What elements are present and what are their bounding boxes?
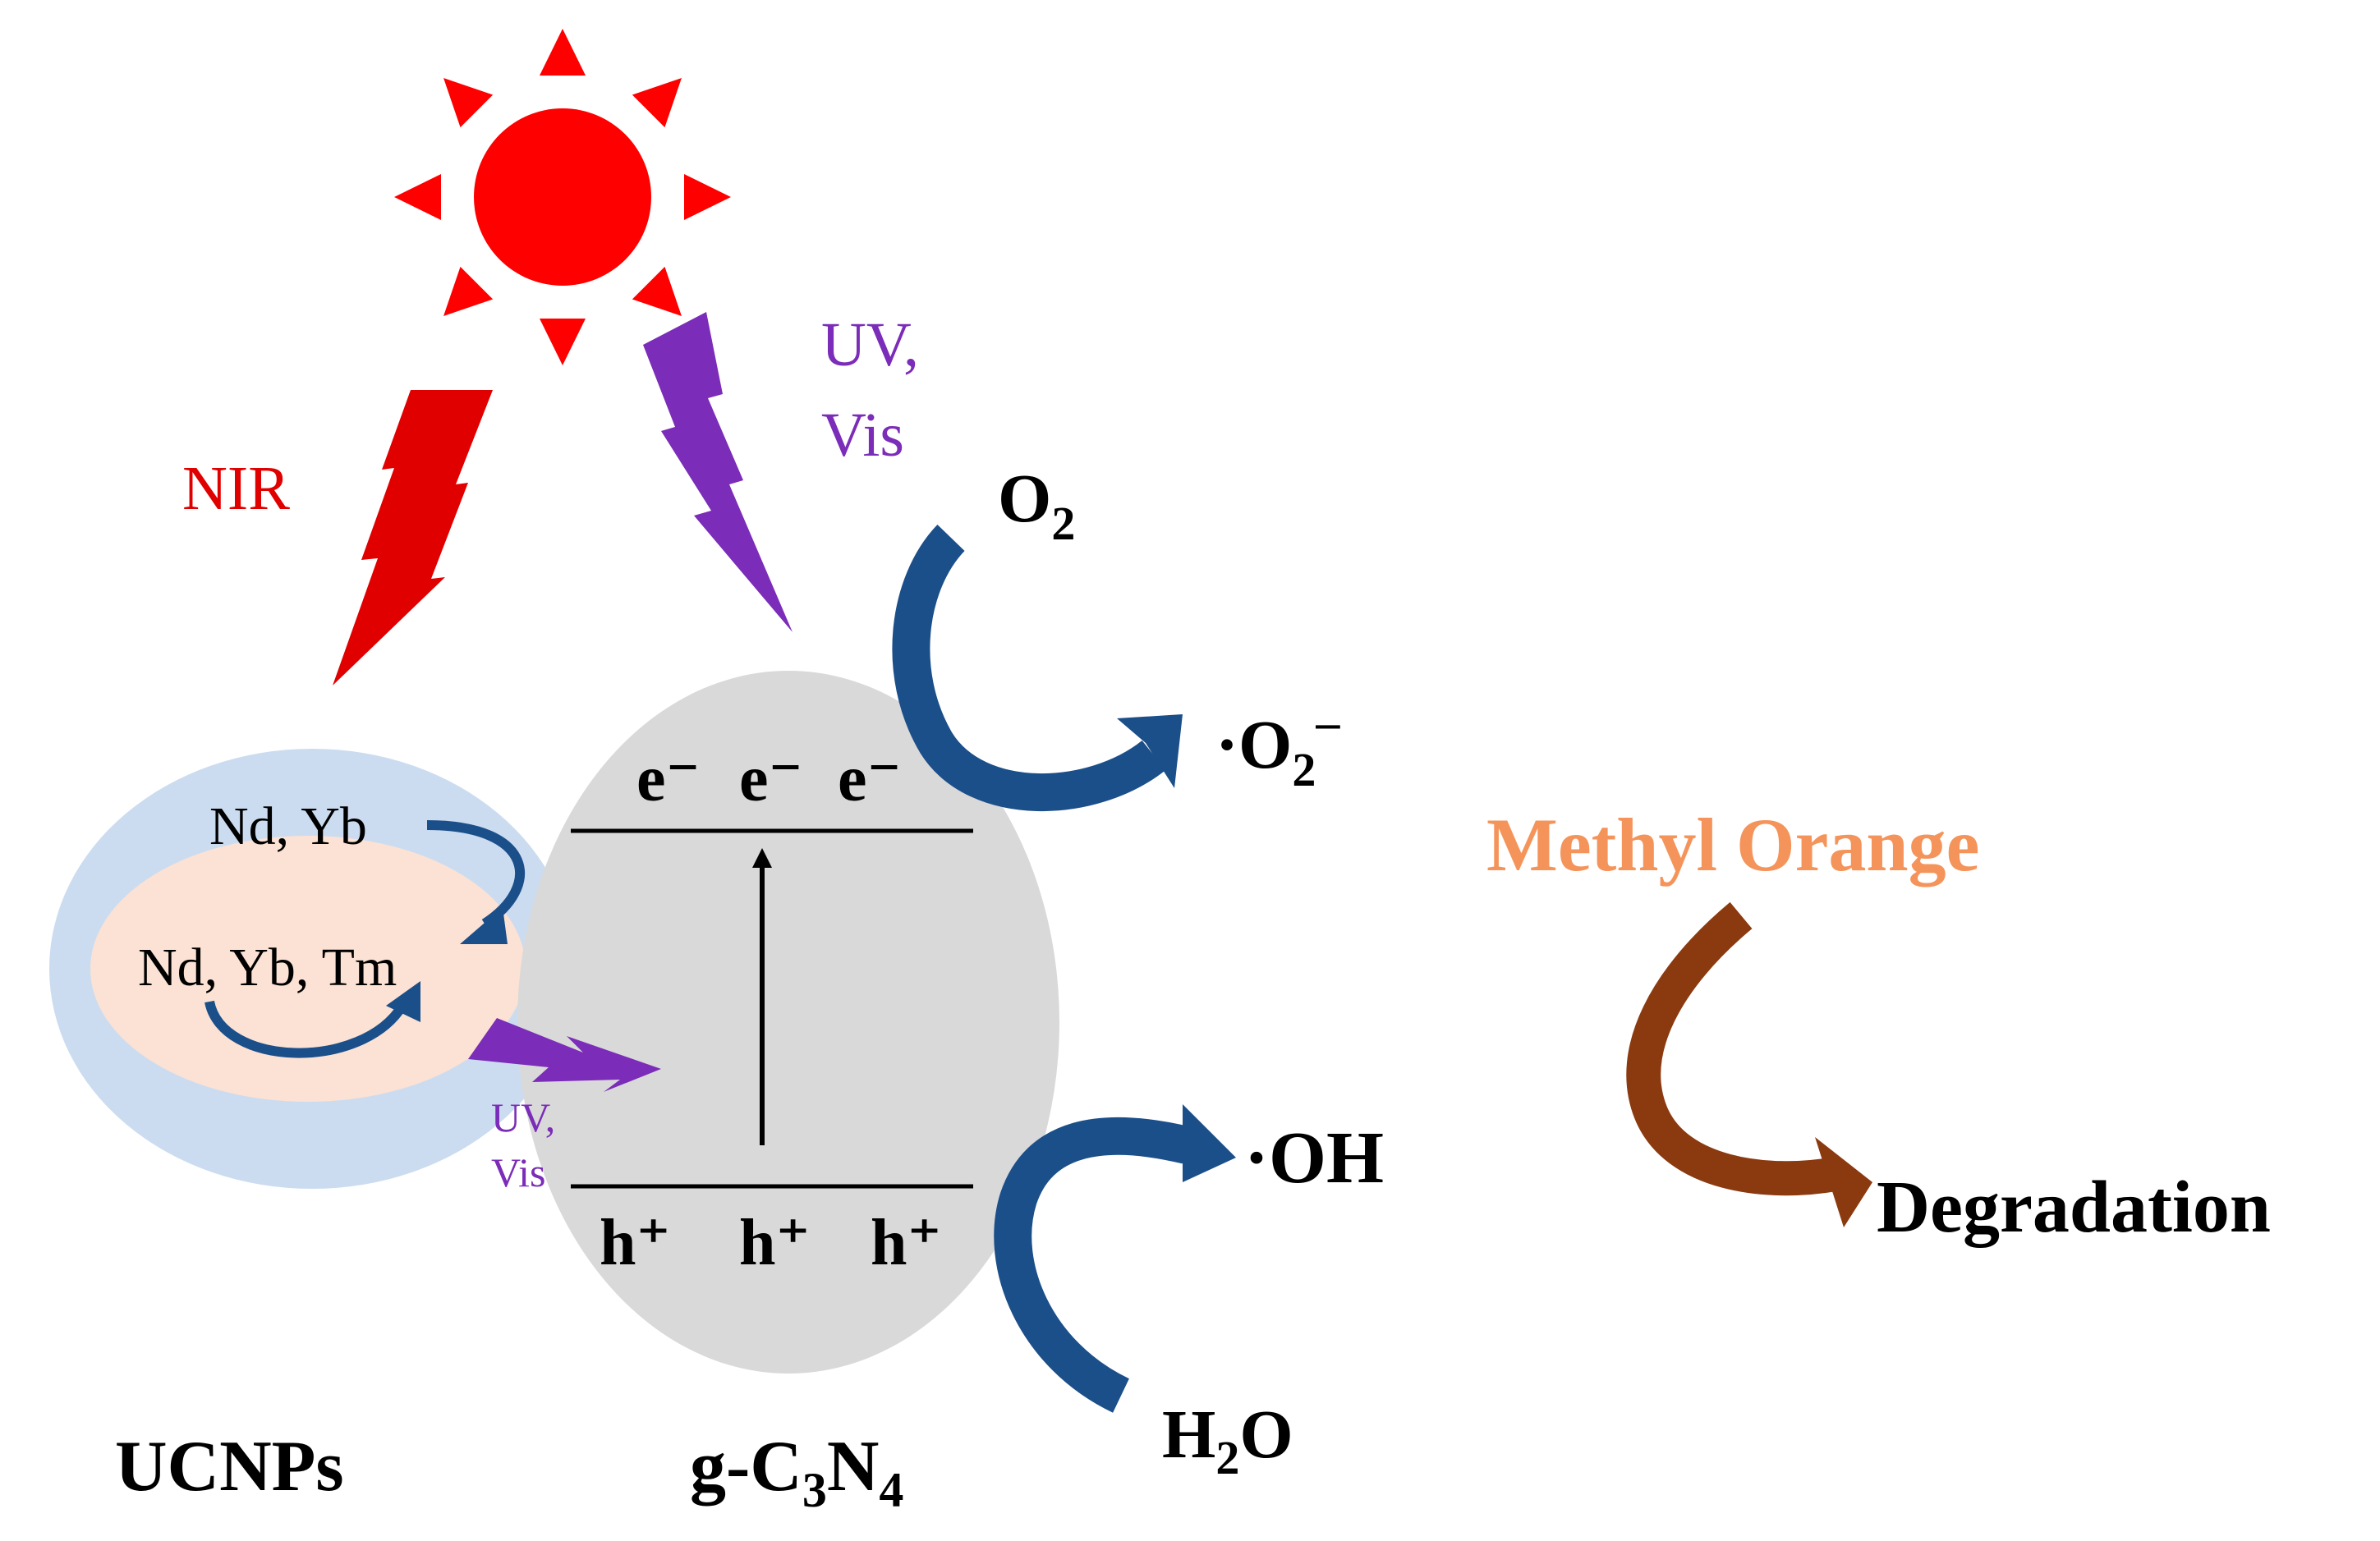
core-transfer-arrow (204, 1000, 407, 1058)
methyl-orange-label: Methyl Orange (1486, 803, 1979, 887)
electron-label: e⁻ (739, 743, 803, 815)
hole-label: h⁺ (600, 1207, 671, 1279)
hole-label: h⁺ (871, 1207, 942, 1279)
degradation-arrowhead (1815, 1137, 1872, 1227)
h2o-oxidation-arrow (994, 1117, 1192, 1413)
energy-transfer-arrowhead (460, 907, 508, 944)
core-ions-label: Nd, Yb, Tm (138, 938, 397, 998)
uv-vis-lightning-icon (643, 312, 793, 632)
superoxide-label: ·O2– (1215, 695, 1340, 796)
core-transfer-arrowhead (386, 981, 420, 1022)
ucnp-core (90, 836, 526, 1102)
uv-vis-emission-icon (468, 1018, 661, 1092)
uv-vis-small-line2: Vis (491, 1149, 545, 1195)
gcn-label: g-C3N4 (690, 1427, 903, 1517)
uv-vis-small-line1: UV, (491, 1094, 555, 1140)
uv-vis-top-line2: Vis (821, 401, 904, 470)
nir-lightning-icon (333, 390, 493, 686)
ucnps-label: UCNPs (115, 1427, 344, 1507)
shell-ions-label: Nd, Yb (209, 796, 367, 856)
o2-reduction-arrowhead (1117, 714, 1183, 788)
nir-label: NIR (182, 454, 290, 523)
hole-label: h⁺ (739, 1207, 811, 1279)
h2o-oxidation-arrowhead (1183, 1104, 1236, 1182)
water-label: H2O (1162, 1397, 1293, 1484)
o2-reduction-arrow (892, 525, 1166, 812)
uv-vis-top-line1: UV, (821, 310, 919, 379)
electron-label: e⁻ (636, 743, 701, 815)
degradation-arrow (1626, 901, 1839, 1196)
electron-label: e⁻ (838, 743, 902, 815)
gcn-particle (517, 671, 1059, 1374)
hydroxyl-label: ·OH (1244, 1117, 1384, 1199)
degradation-label: Degradation (1877, 1167, 2271, 1248)
energy-transfer-arrow (426, 820, 525, 929)
oxygen-label: O2 (998, 461, 1075, 550)
sun-icon (394, 29, 731, 365)
